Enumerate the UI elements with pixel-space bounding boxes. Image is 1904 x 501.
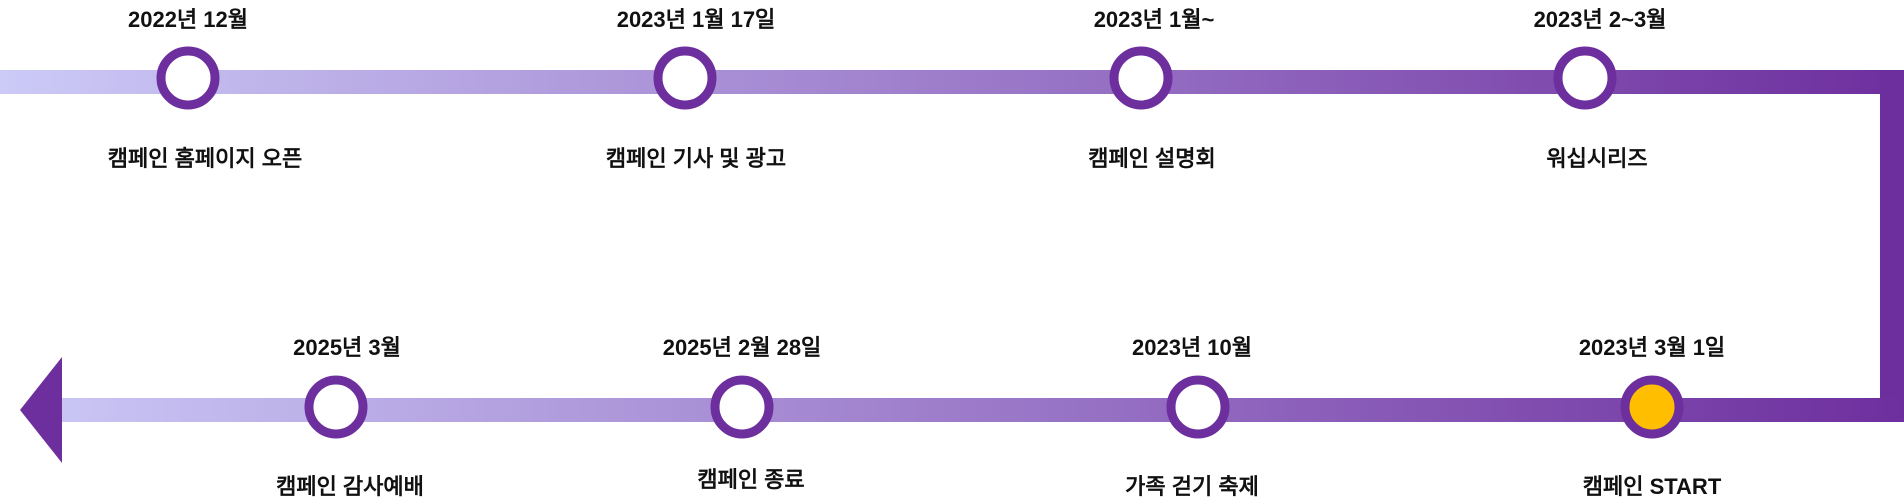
milestone-node-3 (1553, 46, 1617, 110)
current-milestone-node (1620, 375, 1684, 439)
milestone-4-label: 캠페인 START (1582, 474, 1722, 499)
milestone-1-label: 캠페인 기사 및 광고 (605, 146, 787, 171)
milestone-7-date: 2025년 3월 (293, 335, 401, 360)
arrow-left-icon (20, 357, 62, 463)
milestone-6-label: 캠페인 종료 (697, 467, 805, 492)
milestone-4-date: 2023년 3월 1일 (1578, 335, 1726, 360)
milestone-node-2 (1109, 46, 1173, 110)
milestone-0-date: 2022년 12월 (127, 7, 249, 32)
milestone-node-7 (304, 375, 368, 439)
milestone-5-label: 가족 걷기 축제 (1125, 474, 1259, 499)
turn-connector (1880, 70, 1904, 422)
top-track (0, 70, 1904, 94)
milestone-node-1 (653, 46, 717, 110)
milestone-3-label: 워십시리즈 (1546, 146, 1648, 171)
milestone-1-date: 2023년 1월 17일 (616, 7, 776, 32)
milestone-0-label: 캠페인 홈페이지 오픈 (107, 146, 303, 171)
milestone-node-5 (1166, 375, 1230, 439)
milestone-6-date: 2025년 2월 28일 (662, 335, 822, 360)
milestone-2-date: 2023년 1월~ (1093, 7, 1215, 32)
milestone-5-date: 2023년 10월 (1131, 335, 1253, 360)
milestone-3-date: 2023년 2~3월 (1533, 7, 1667, 32)
milestone-7-label: 캠페인 감사예배 (276, 474, 424, 499)
milestone-node-0 (156, 46, 220, 110)
milestone-2-label: 캠페인 설명회 (1088, 146, 1216, 171)
milestone-node-6 (710, 375, 774, 439)
